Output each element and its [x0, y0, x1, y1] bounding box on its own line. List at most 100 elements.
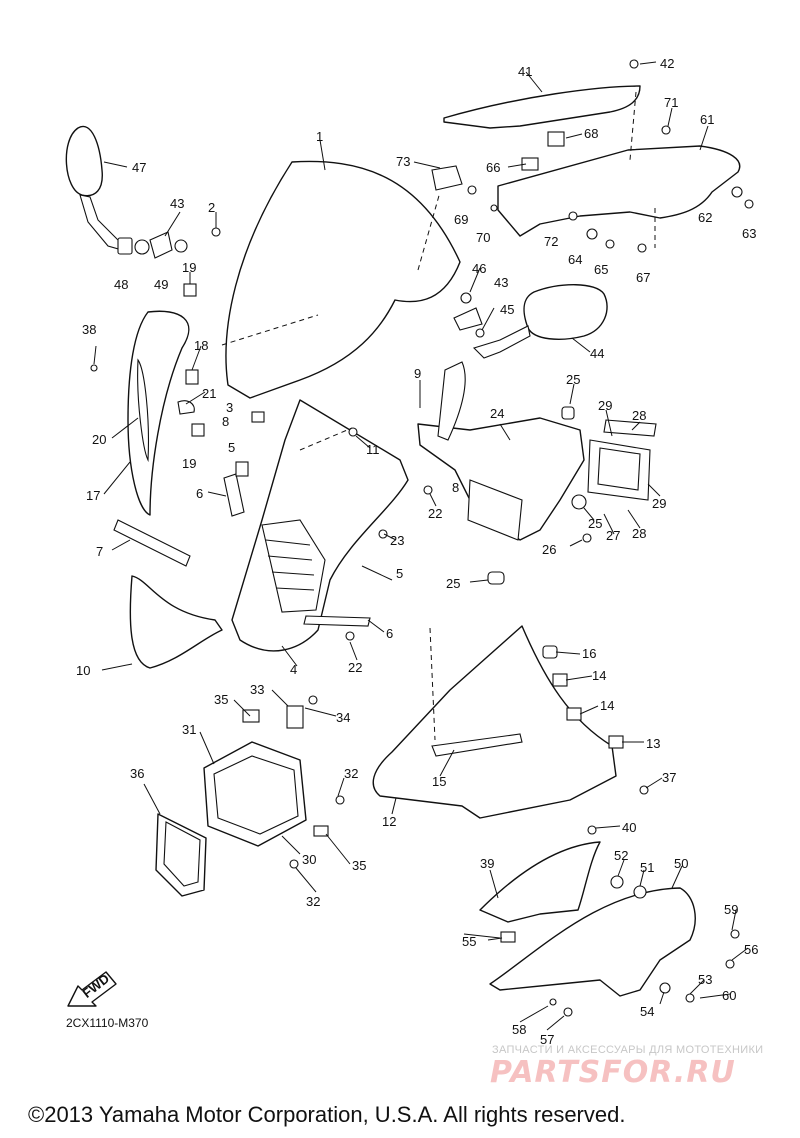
- tail-cover: [489, 887, 696, 997]
- callout-35b: 35: [352, 858, 366, 873]
- callout-65: 65: [594, 262, 608, 277]
- callout-51: 51: [640, 860, 654, 875]
- callout-43b: 43: [494, 275, 508, 290]
- callout-24: 24: [490, 406, 504, 421]
- callout-38: 38: [82, 322, 96, 337]
- diagram-code: 2CX1110-M370: [66, 1016, 149, 1030]
- watermark-logo: PARTSFOR.RU: [490, 1055, 736, 1090]
- right-mirror: [523, 284, 608, 340]
- callout-11: 11: [366, 442, 380, 457]
- callout-32a: 32: [344, 766, 358, 781]
- callout-31: 31: [182, 722, 196, 737]
- callout-47: 47: [132, 160, 146, 175]
- callout-61: 61: [700, 112, 714, 127]
- callout-28b: 28: [632, 526, 646, 541]
- callout-26: 26: [542, 542, 556, 557]
- callout-3: 3: [226, 400, 233, 415]
- callout-14b: 14: [600, 698, 614, 713]
- callout-27: 27: [606, 528, 620, 543]
- callout-34: 34: [336, 710, 350, 725]
- cowling-stay: [417, 417, 585, 541]
- callout-29a: 29: [598, 398, 612, 413]
- callout-67: 67: [636, 270, 650, 285]
- callout-2: 2: [208, 200, 215, 215]
- copyright-notice: ©2013 Yamaha Motor Corporation, U.S.A. A…: [28, 1102, 626, 1127]
- callout-45: 45: [500, 302, 514, 317]
- callout-60: 60: [722, 988, 736, 1003]
- callout-25a: 25: [566, 372, 580, 387]
- callout-18: 18: [194, 338, 208, 353]
- lower-side-cover: [479, 841, 601, 923]
- callout-68: 68: [584, 126, 598, 141]
- callout-1: 1: [316, 129, 323, 144]
- callout-19a: 19: [182, 260, 196, 275]
- callout-8b: 8: [452, 480, 459, 495]
- fasteners: [211, 59, 754, 1017]
- callout-42: 42: [660, 56, 674, 71]
- callout-36: 36: [130, 766, 144, 781]
- callout-46: 46: [472, 261, 486, 276]
- upper-right-cover: [443, 85, 641, 129]
- callout-30: 30: [302, 852, 316, 867]
- callout-63: 63: [742, 226, 756, 241]
- callout-64: 64: [568, 252, 582, 267]
- right-side-cowl: [372, 625, 617, 819]
- callout-13: 13: [646, 736, 660, 751]
- callout-19b: 19: [182, 456, 196, 471]
- callout-54: 54: [640, 1004, 654, 1019]
- callout-35a: 35: [214, 692, 228, 707]
- callout-58: 58: [512, 1022, 526, 1037]
- callout-6a: 6: [196, 486, 203, 501]
- callout-15: 15: [432, 774, 446, 789]
- callout-53: 53: [698, 972, 712, 987]
- callout-71: 71: [664, 95, 678, 110]
- callout-66: 66: [486, 160, 500, 175]
- watermark-subtitle: ЗАПЧАСТИ И АКСЕССУАРЫ ДЛЯ МОТОТЕХНИКИ: [492, 1044, 764, 1056]
- callout-25c: 25: [446, 576, 460, 591]
- right-side-cover: [497, 145, 741, 237]
- callout-37: 37: [662, 770, 676, 785]
- callout-52: 52: [614, 848, 628, 863]
- leader-lines: [93, 61, 749, 1031]
- callout-12: 12: [382, 814, 396, 829]
- callout-56: 56: [744, 942, 758, 957]
- forward-arrow: FWD: [67, 971, 117, 1007]
- callout-70: 70: [476, 230, 490, 245]
- callout-73: 73: [396, 154, 410, 169]
- callout-72: 72: [544, 234, 558, 249]
- callout-33: 33: [250, 682, 264, 697]
- callout-39: 39: [480, 856, 494, 871]
- callout-22b: 22: [348, 660, 362, 675]
- callout-49: 49: [154, 277, 168, 292]
- callout-6b: 6: [386, 626, 393, 641]
- callout-20: 20: [92, 432, 106, 447]
- callout-7: 7: [96, 544, 103, 559]
- callout-4: 4: [290, 662, 297, 677]
- callout-labels: 1 2 3 4 5 5 6 6 7 8 8 9 10 11 12 13 14 1…: [76, 56, 758, 1047]
- callout-8a: 8: [222, 414, 229, 429]
- callout-14a: 14: [592, 668, 606, 683]
- callout-29b: 29: [652, 496, 666, 511]
- callout-44: 44: [590, 346, 604, 361]
- callout-5b: 5: [396, 566, 403, 581]
- left-mirror: [65, 125, 103, 197]
- callout-5a: 5: [228, 440, 235, 455]
- callout-10: 10: [76, 663, 90, 678]
- callout-25b: 25: [588, 516, 602, 531]
- callout-62: 62: [698, 210, 712, 225]
- callout-28a: 28: [632, 408, 646, 423]
- windscreen: [225, 160, 461, 399]
- callout-50: 50: [674, 856, 688, 871]
- callout-9: 9: [414, 366, 421, 381]
- callout-32b: 32: [306, 894, 320, 909]
- callout-17: 17: [86, 488, 100, 503]
- inner-cowl: [231, 399, 409, 652]
- front-lower-cowl: [129, 575, 223, 669]
- callout-23: 23: [390, 533, 404, 548]
- left-side-panel: [127, 310, 190, 516]
- callout-43a: 43: [170, 196, 184, 211]
- callout-40: 40: [622, 820, 636, 835]
- callout-22a: 22: [428, 506, 442, 521]
- callout-48: 48: [114, 277, 128, 292]
